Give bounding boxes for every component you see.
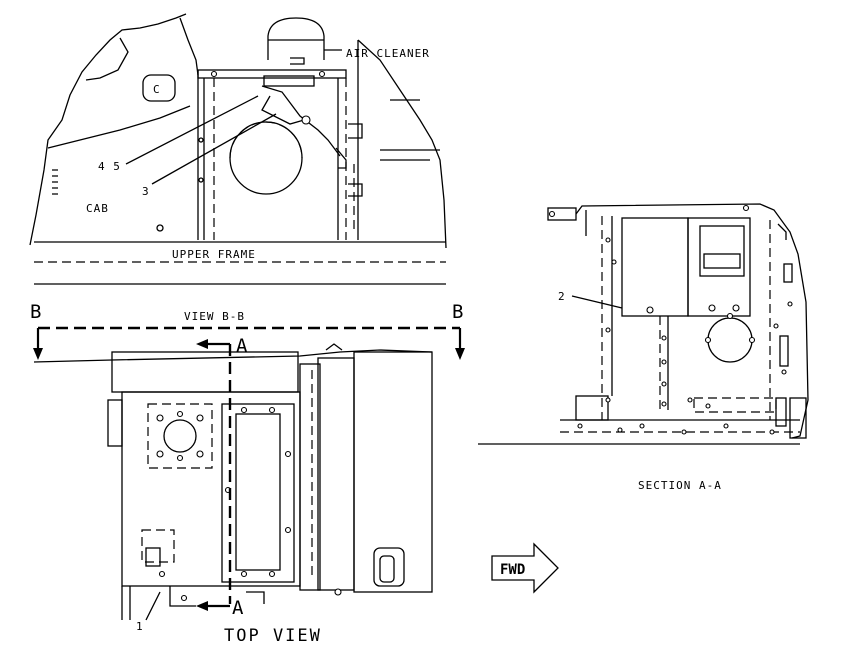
section-line-bb: B B VIEW B-B [30,301,465,360]
top-view-drawing [33,343,433,620]
section-a-bottom: A [232,597,244,619]
cab-label: CAB [86,202,109,215]
forward-arrow-icon: FWD [491,542,559,594]
upper-frame-label: UPPER FRAME [172,248,256,261]
callout-4-5: 4 5 [98,160,121,173]
top-view-label: TOP VIEW [224,626,322,646]
callout-3: 3 [142,185,150,198]
section-a-top: A [236,335,248,357]
callout-leader-2: 2 [558,290,623,309]
section-b-right: B [452,301,463,323]
callout-leader-1: 1 [136,591,161,633]
section-aa-drawing [478,203,809,445]
air-cleaner-label: AIR CLEANER [346,47,430,60]
section-line-aa: A A [196,335,248,619]
callout-2: 2 [558,290,566,303]
cab-badge: C [153,83,161,96]
section-aa-label: SECTION A-A [638,479,722,492]
callout-leaders-upper: 4 5 3 [98,95,277,198]
view-bb-drawing: C CAB AIR CLEANER [29,13,447,285]
view-bb-label: VIEW B-B [184,310,245,323]
section-b-left: B [30,301,41,323]
fwd-label: FWD [500,562,525,578]
callout-1: 1 [136,620,144,633]
